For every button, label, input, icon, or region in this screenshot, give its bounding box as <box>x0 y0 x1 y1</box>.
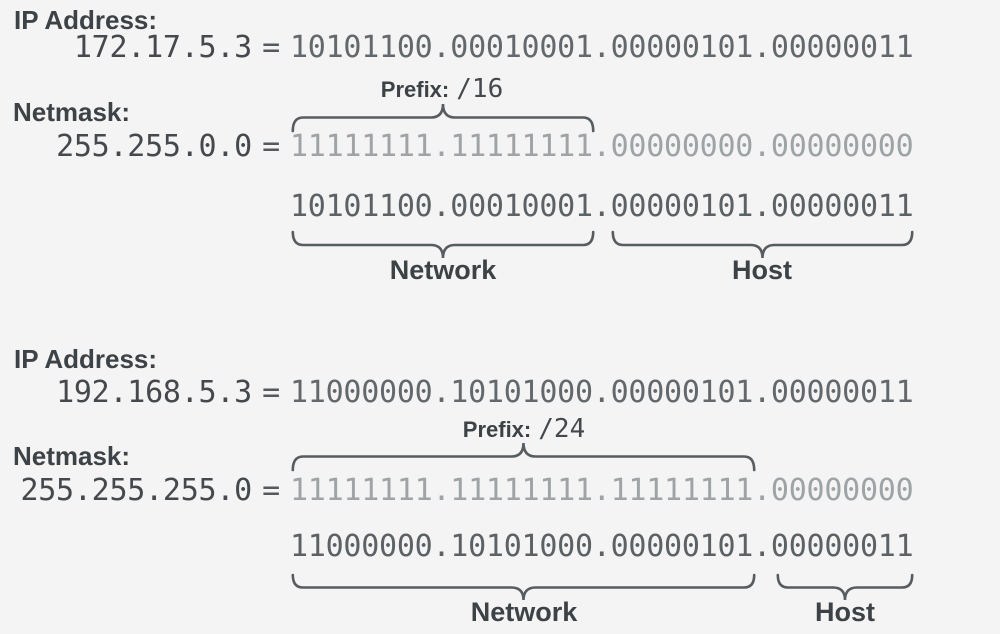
prefix-value: /24 <box>538 414 586 444</box>
netmask-label: Netmask: <box>13 97 131 127</box>
host-brace-icon <box>776 573 914 601</box>
ip-decimal: 172.17.5.3 <box>73 30 252 65</box>
prefix-brace-icon <box>291 442 756 472</box>
prefix-value: /16 <box>456 74 504 104</box>
netmask-binary: 11111111.11111111.11111111.00000000 <box>290 473 914 508</box>
result-binary: 11000000.10101000.00000101.00000011 <box>290 529 914 564</box>
network-brace-icon <box>291 230 595 259</box>
network-brace-icon <box>291 573 756 601</box>
equals-sign: = <box>262 129 280 164</box>
ip-address-label: IP Address: <box>14 344 158 374</box>
prefix-label: Prefix: <box>380 77 450 102</box>
prefix-label: Prefix: <box>462 417 532 442</box>
host-label: Host <box>732 255 792 285</box>
netmask-decimal: 255.255.255.0 <box>20 473 252 508</box>
prefix-annotation: Prefix: /16 <box>381 74 503 104</box>
network-label: Network <box>470 597 578 627</box>
network-label: Network <box>389 255 497 285</box>
equals-sign: = <box>262 375 280 410</box>
equals-sign: = <box>262 473 280 508</box>
ip-decimal: 192.168.5.3 <box>56 375 252 410</box>
prefix-brace-icon <box>291 103 595 133</box>
prefix-annotation: Prefix: /24 <box>463 414 585 444</box>
result-binary: 10101100.00010001.00000101.00000011 <box>290 189 914 224</box>
ip-address-label: IP Address: <box>14 5 158 35</box>
host-label: Host <box>815 597 875 627</box>
ip-binary: 11000000.10101000.00000101.00000011 <box>290 375 914 410</box>
host-brace-icon <box>611 230 914 259</box>
netmask-binary: 11111111.11111111.00000000.00000000 <box>290 129 914 164</box>
netmask-decimal: 255.255.0.0 <box>56 129 252 164</box>
netmask-label: Netmask: <box>13 441 131 471</box>
equals-sign: = <box>262 30 280 65</box>
ip-binary: 10101100.00010001.00000101.00000011 <box>290 30 914 65</box>
